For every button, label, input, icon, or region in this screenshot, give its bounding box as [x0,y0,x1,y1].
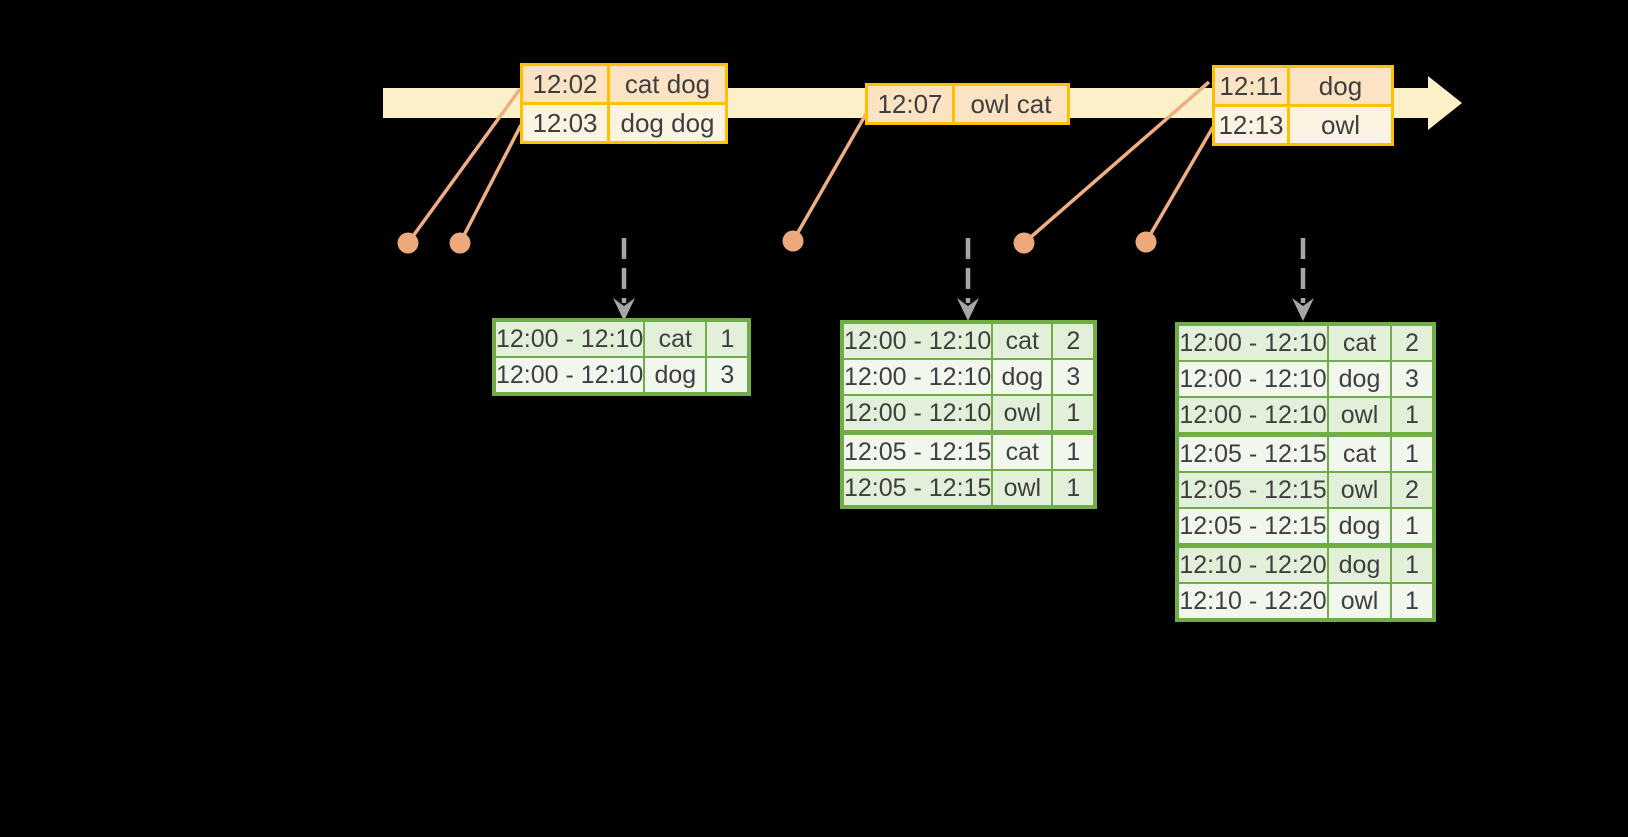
result-window-cell: 12:00 - 12:10 [1176,396,1329,436]
connector-line [458,124,523,244]
result-count-cell: 1 [1390,543,1435,584]
connector-line [791,113,868,242]
result-count-cell: 3 [705,356,751,395]
trigger-arrows [613,238,1314,321]
result-count-cell: 1 [1390,507,1435,547]
connector-line [1022,80,1211,245]
result-word-cell: dog [1327,360,1392,398]
result-count-cell: 1 [1051,430,1097,471]
result-word-cell: dog [1327,507,1392,547]
result-count-cell: 1 [1390,396,1435,436]
result-count-cell: 1 [1051,394,1097,434]
result-count-cell: 3 [1390,360,1435,398]
result-window-cell: 12:10 - 12:20 [1176,582,1329,621]
result-count-cell: 2 [1051,321,1097,360]
connector-line [406,87,522,245]
event-marker-dot [782,230,804,252]
result-window-cell: 12:00 - 12:10 [840,394,994,434]
event-words-cell: cat dog [607,63,728,105]
result-window-cell: 12:00 - 12:10 [492,319,646,358]
result-window-cell: 12:05 - 12:15 [1176,471,1329,509]
result-word-cell: owl [1327,471,1392,509]
result-word-cell: owl [1327,396,1392,436]
result-word-cell: cat [1327,323,1392,362]
result-window-cell: 12:00 - 12:10 [1176,323,1329,362]
result-word-cell: dog [1327,543,1392,584]
event-time-cell: 12:13 [1212,104,1290,146]
result-window-cell: 12:10 - 12:20 [1176,543,1329,584]
result-word-cell: owl [1327,582,1392,621]
result-window-cell: 12:05 - 12:15 [840,430,994,471]
result-word-cell: owl [991,394,1054,434]
result-count-cell: 1 [1390,432,1435,473]
result-count-cell: 1 [1390,582,1435,621]
connector-lines [406,80,1215,245]
result-word-cell: owl [991,469,1054,508]
result-count-cell: 3 [1051,358,1097,396]
result-window-cell: 12:05 - 12:15 [840,469,994,508]
event-time-cell: 12:11 [1212,65,1290,107]
event-words-cell: dog [1287,65,1394,107]
result-count-cell: 2 [1390,471,1435,509]
event-time-cell: 12:07 [865,83,955,125]
event-words-cell: owl cat [952,83,1070,125]
event-time-cell: 12:03 [520,102,610,144]
result-word-cell: cat [991,430,1054,471]
event-words-cell: owl [1287,104,1394,146]
event-words-cell: dog dog [607,102,728,144]
connector-line [1144,126,1215,243]
event-marker-dot [1013,232,1035,254]
event-time-cell: 12:02 [520,63,610,105]
result-word-cell: dog [991,358,1054,396]
trigger-arrowhead-icon [1292,298,1314,321]
result-word-cell: cat [991,321,1054,360]
result-window-cell: 12:00 - 12:10 [492,356,646,395]
result-window-cell: 12:05 - 12:15 [1176,432,1329,473]
result-window-cell: 12:00 - 12:10 [1176,360,1329,398]
result-count-cell: 2 [1390,323,1435,362]
result-word-cell: cat [643,319,708,358]
result-window-cell: 12:05 - 12:15 [1176,507,1329,547]
result-window-cell: 12:00 - 12:10 [840,321,994,360]
result-count-cell: 1 [705,319,751,358]
trigger-arrowhead-icon [957,298,979,321]
result-count-cell: 1 [1051,469,1097,508]
timeline-arrowhead-icon [1428,76,1462,130]
event-marker-dot [449,232,471,254]
result-word-cell: dog [643,356,708,395]
event-marker-dot [397,232,419,254]
result-word-cell: cat [1327,432,1392,473]
result-window-cell: 12:00 - 12:10 [840,358,994,396]
event-marker-dot [1135,231,1157,253]
event-markers [397,230,1157,254]
trigger-arrowhead-icon [613,298,635,321]
